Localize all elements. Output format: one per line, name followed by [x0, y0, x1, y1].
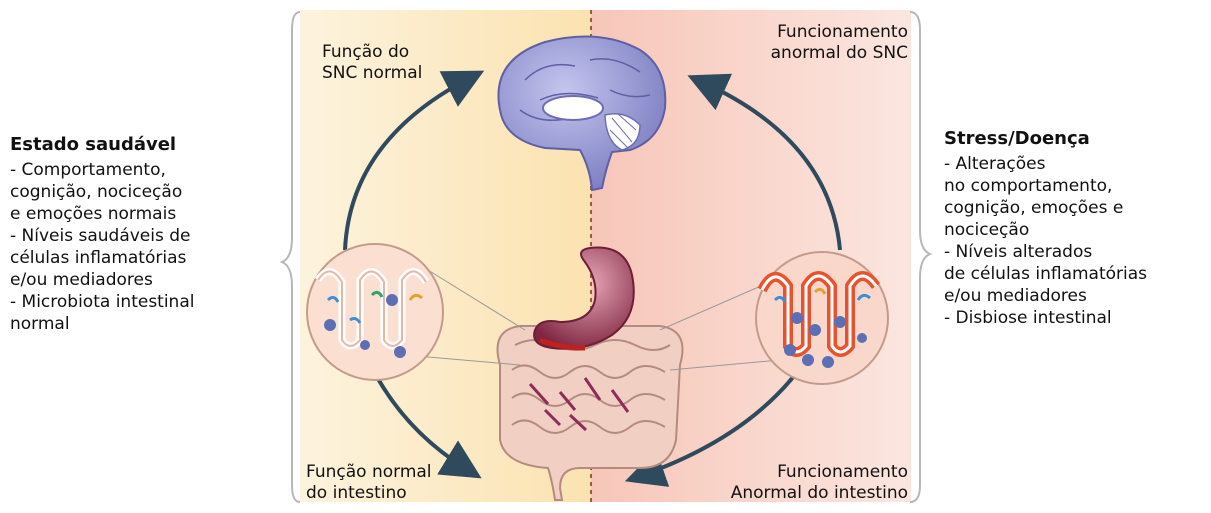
- label-line: do intestino: [306, 483, 432, 504]
- disease-state-line: - Disbiose intestinal: [944, 307, 1209, 329]
- healthy-state-line: e/ou mediadores: [10, 269, 280, 291]
- right-brace: [910, 12, 930, 502]
- label-line: Função do: [322, 42, 422, 63]
- disease-state-title: Stress/Doença: [944, 128, 1209, 150]
- label-abnormal-cns-function: Funcionamento anormal do SNC: [722, 22, 908, 64]
- label-line: Funcionamento: [722, 22, 908, 43]
- healthy-state-line: e emoções normais: [10, 203, 280, 225]
- healthy-state-line: - Níveis saudáveis de: [10, 225, 280, 247]
- disease-state-line: e/ou mediadores: [944, 285, 1209, 307]
- left-brace: [282, 12, 300, 502]
- healthy-state-line: - Comportamento,: [10, 159, 280, 181]
- label-abnormal-gut-function: Funcionamento Anormal do intestino: [700, 462, 908, 504]
- healthy-state-title: Estado saudável: [10, 134, 280, 156]
- healthy-state-line: cognição, nociceção: [10, 181, 280, 203]
- disease-state-panel: Stress/Doença - Alterações no comportame…: [944, 128, 1209, 329]
- disease-state-line: - Níveis alterados: [944, 241, 1209, 263]
- label-normal-gut-function: Função normal do intestino: [306, 462, 432, 504]
- disease-state-line: - Alterações: [944, 153, 1209, 175]
- healthy-state-panel: Estado saudável - Comportamento, cogniçã…: [10, 134, 280, 335]
- disease-state-line: nociceção: [944, 219, 1209, 241]
- label-line: SNC normal: [322, 63, 422, 84]
- healthy-state-line: normal: [10, 313, 280, 335]
- label-line: Funcionamento: [700, 462, 908, 483]
- disease-state-line: no comportamento,: [944, 175, 1209, 197]
- healthy-gut-zoom: [307, 244, 443, 380]
- healthy-state-line: - Microbiota intestinal: [10, 291, 280, 313]
- label-line: Anormal do intestino: [700, 483, 908, 504]
- label-line: Função normal: [306, 462, 432, 483]
- label-line: anormal do SNC: [722, 43, 908, 64]
- disease-state-line: cognição, emoções e: [944, 197, 1209, 219]
- label-normal-cns-function: Função do SNC normal: [322, 42, 422, 84]
- disease-gut-zoom: [756, 252, 888, 384]
- healthy-state-line: células inflamatórias: [10, 247, 280, 269]
- disease-state-line: de células inflamatórias: [944, 263, 1209, 285]
